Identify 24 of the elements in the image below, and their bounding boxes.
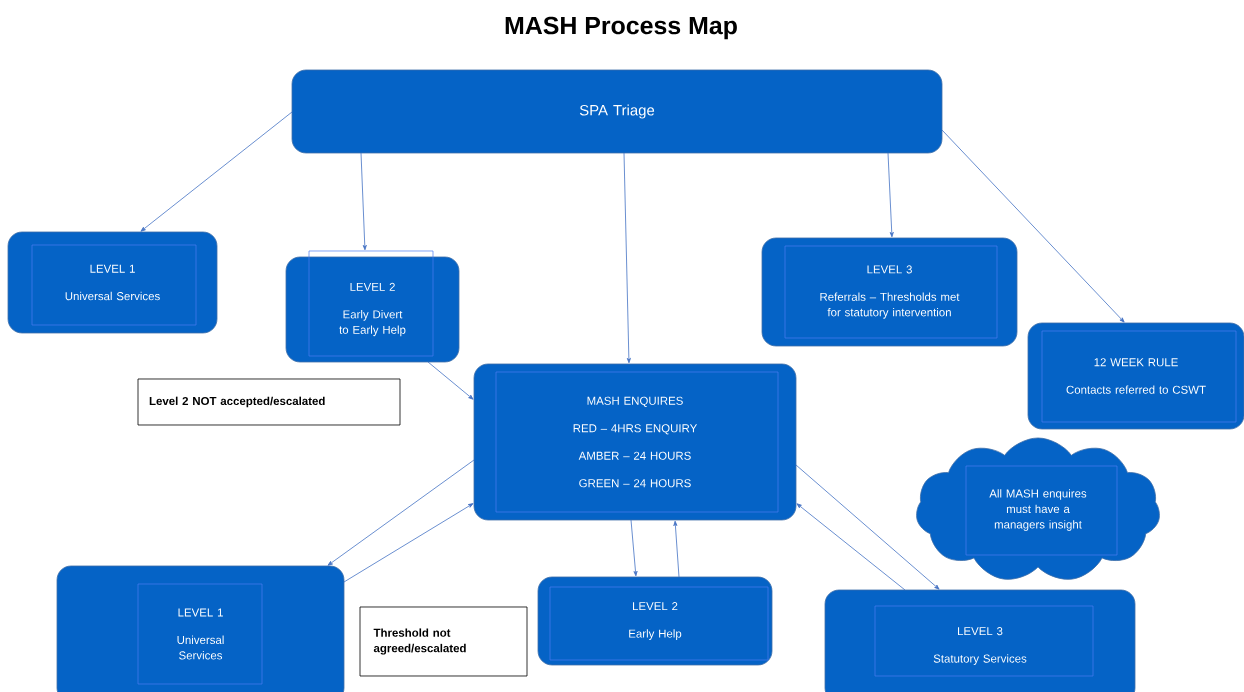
- arrow: [796, 503, 906, 591]
- process-box: SPA Triage: [291, 69, 943, 154]
- arrow: [140, 111, 293, 232]
- process-box: LEVEL 2 Early Help: [537, 576, 773, 666]
- arrow: [327, 459, 475, 566]
- process-box: LEVEL 3 Statutory Services: [824, 589, 1136, 692]
- arrow: [427, 361, 474, 400]
- title: MASH Process Map: [505, 16, 737, 40]
- note-box: Threshold not agreed/escalated: [359, 606, 528, 677]
- arrow: [673, 520, 680, 578]
- arrow: [630, 519, 638, 577]
- arrow: [343, 503, 474, 583]
- arrow: [623, 152, 631, 364]
- process-box: MASH ENQUIRES RED – 4HRS ENQUIRY AMBER – 24 HOURS GREEN – 24 HOURS: [473, 363, 797, 521]
- arrow: [887, 152, 894, 238]
- process-box: LEVEL 1 Universal Services: [7, 231, 218, 334]
- arrow: [795, 464, 940, 590]
- note-box: Level 2 NOT accepted/escalated: [137, 378, 401, 426]
- arrow: [941, 129, 1125, 323]
- process-box: 12 WEEK RULE Contacts referred to CSWT: [1027, 322, 1244, 430]
- process-box: LEVEL 1 Universal Services: [56, 565, 345, 692]
- process-box: LEVEL 3 Referrals – Thresholds met for statutory intervention: [761, 237, 1018, 347]
- process-box: LEVEL 2 Early Divert to Early Help: [285, 250, 460, 363]
- arrow: [360, 152, 367, 251]
